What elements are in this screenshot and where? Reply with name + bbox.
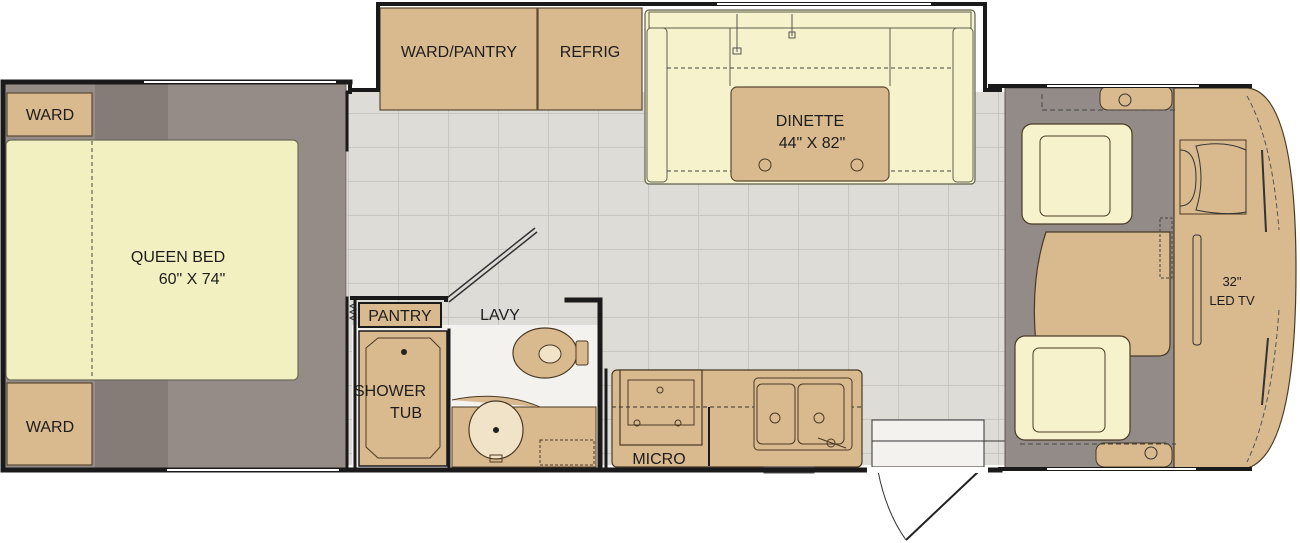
- dinette-belt-buckle-left: [732, 47, 742, 55]
- dinette-name-label: DINETTE: [776, 113, 844, 130]
- wardrobe-top: [6, 92, 93, 137]
- cab-step-upper-icon: [1118, 93, 1132, 107]
- driver-seat-back: [1039, 135, 1111, 217]
- sink-bowl-left: [756, 383, 796, 445]
- shower-tub-basin: [365, 337, 441, 459]
- passenger-seat-back: [1032, 347, 1106, 433]
- faucet-icon: [826, 438, 836, 448]
- tv-label: LED TV: [1209, 293, 1255, 308]
- wardrobe-bottom: [6, 382, 93, 466]
- cab-step-upper: [1099, 85, 1173, 111]
- bathroom-wall-right: [564, 297, 603, 473]
- kitchen-slideout: WARD/PANTRY REFRIG: [379, 7, 643, 111]
- steering-column-icon: [1195, 143, 1247, 215]
- led-tv: [1192, 234, 1202, 346]
- cab-dashed-outline: [1020, 94, 1176, 445]
- sink-drain-right-icon: [813, 412, 825, 424]
- galley: MICRO: [611, 369, 863, 474]
- dinette-back-cushion: [648, 11, 972, 29]
- wardrobe-bottom-label: WARD: [26, 419, 74, 436]
- shower-divider-wall: [353, 296, 451, 472]
- cab: 32" LED TV: [1004, 85, 1297, 469]
- dinette: DINETTE 44" X 82": [644, 9, 976, 185]
- refrigerator: [537, 7, 643, 111]
- pantry-spring-icon: [348, 302, 358, 322]
- refrigerator-label: REFRIG: [560, 44, 620, 61]
- pantry-label: PANTRY: [368, 308, 432, 325]
- bathroom-door-inner: [448, 231, 538, 303]
- bedroom: QUEEN BED 60" X 74" WARD WARD: [4, 83, 347, 470]
- entry-door-swing: [877, 470, 907, 541]
- dinette-table: [730, 86, 890, 182]
- lavy-label: LAVY: [480, 307, 520, 324]
- bathroom: PANTRY SHOWER TUB LAVY: [348, 227, 600, 468]
- vanity-dashed-area: [539, 439, 595, 466]
- toilet-seat-icon: [538, 344, 562, 364]
- wiper-upper: [1261, 149, 1267, 233]
- shower-drain-icon: [401, 349, 407, 355]
- wardrobe-top-label: WARD: [26, 107, 74, 124]
- ward-pantry-cabinet: [379, 7, 538, 111]
- ward-pantry-label: WARD/PANTRY: [401, 44, 517, 61]
- dinette-size-label: 44" X 82": [779, 135, 846, 152]
- steering-wheel-area: [1179, 139, 1247, 215]
- kitchen-slide-outline: [348, 2, 1002, 94]
- dinette-right-arm: [952, 27, 974, 183]
- queen-bed: [5, 139, 299, 381]
- cab-step-lower: [1095, 442, 1173, 468]
- microwave-knob-1: [656, 386, 664, 394]
- cab-step-lower-icon: [1144, 446, 1158, 460]
- sink-drain-icon: [493, 427, 499, 433]
- pantry-cabinet: [358, 302, 442, 328]
- windshield-line-lower: [1246, 309, 1280, 463]
- faucet-spout-icon: [817, 437, 847, 449]
- cab-console-dashed: [1159, 217, 1173, 279]
- dinette-left-arm: [646, 27, 668, 183]
- table-leg-left: [758, 158, 772, 172]
- steering-wheel-icon: [1179, 149, 1197, 207]
- queen-bed-name-label: QUEEN BED: [131, 249, 225, 266]
- shower-label-line2: TUB: [390, 405, 422, 422]
- sink-drain-left-icon: [769, 412, 781, 424]
- shower-label-line1: SHOWER: [354, 383, 426, 400]
- microwave-window: [627, 379, 695, 426]
- wiper-lower: [1261, 337, 1269, 406]
- table-leg-right: [850, 158, 864, 172]
- sink-bowl-right: [797, 383, 845, 445]
- entry-door[interactable]: [905, 470, 980, 541]
- dinette-belt-buckle-right: [788, 31, 796, 39]
- microwave-label: MICRO: [632, 451, 685, 468]
- entry-step: [871, 419, 985, 468]
- entry: [871, 419, 1005, 541]
- microwave-knob-3: [674, 419, 682, 427]
- windshield-line-upper: [1246, 95, 1280, 231]
- walls: [0, 2, 1252, 473]
- toilet-tank: [575, 340, 589, 366]
- bathroom-wall-top: [350, 296, 448, 302]
- sink-faucet-icon: [489, 454, 503, 463]
- tv-size-label: 32": [1222, 274, 1241, 289]
- queen-bed-size-label: 60" X 74": [159, 271, 226, 288]
- bathroom-door[interactable]: [446, 227, 536, 299]
- microwave-knob-2: [633, 419, 641, 427]
